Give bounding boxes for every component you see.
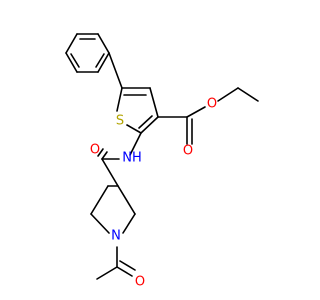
ester-carbonyl-oxygen-label: O xyxy=(183,144,193,159)
thiophene-bond-c2-s xyxy=(126,124,142,134)
thiophene-bond-c3-c2 xyxy=(140,116,159,134)
thiophene-ring xyxy=(116,87,159,134)
thiophene-nh-bond xyxy=(129,132,142,156)
molecule-canvas: S O O O NH N O xyxy=(65,33,259,290)
phenyl-bond-3 xyxy=(97,52,110,73)
thiophene-inner-bond-2 xyxy=(138,115,153,129)
piperidine-bond-1 xyxy=(117,185,136,215)
amide-linkage xyxy=(97,132,142,187)
ester-ether-oxygen-label: O xyxy=(207,97,217,112)
piperidine-bond-3 xyxy=(90,213,110,234)
thiophene-bond-s-c5 xyxy=(116,87,123,112)
acetyl-methyl-bond xyxy=(96,266,118,280)
phenyl-bond-6 xyxy=(65,33,78,54)
amide-c-o-double-bond xyxy=(97,148,104,157)
amide-c-o-bond xyxy=(101,151,108,160)
phenyl-ring xyxy=(65,33,110,73)
phenyl-thiophene-bond xyxy=(108,52,123,89)
thiophene-bond-c4-c3 xyxy=(149,87,159,118)
piperidine-nitrogen-label: N xyxy=(111,229,121,244)
molecule-structure: S O O O NH N O xyxy=(65,33,259,290)
acetyl-c-o-double-bond xyxy=(119,260,136,271)
ester-ether-o-bond xyxy=(186,106,206,118)
ethyl-ester-group xyxy=(157,87,259,145)
piperidine-bond-4 xyxy=(90,185,109,215)
amide-nitrogen-label: NH xyxy=(122,151,142,166)
piperidine-ring xyxy=(90,185,136,234)
acetyl-c-o-bond xyxy=(116,266,133,277)
ethyl-bond xyxy=(237,87,259,102)
phenyl-bond-5 xyxy=(65,52,78,73)
amide-oxygen-label: O xyxy=(90,143,100,158)
phenyl-bond-2 xyxy=(97,33,110,54)
piperidine-bond-2 xyxy=(122,213,136,234)
acetyl-group xyxy=(96,246,136,280)
ester-o-ethyl-bond xyxy=(217,87,239,102)
phenyl-inner-bond-3 xyxy=(70,53,80,68)
sulfur-atom-label: S xyxy=(116,114,124,129)
phenyl-inner-bond-2 xyxy=(95,53,105,68)
carbonyl-piperidine-bond xyxy=(101,158,119,187)
acetyl-oxygen-label: O xyxy=(135,275,145,290)
